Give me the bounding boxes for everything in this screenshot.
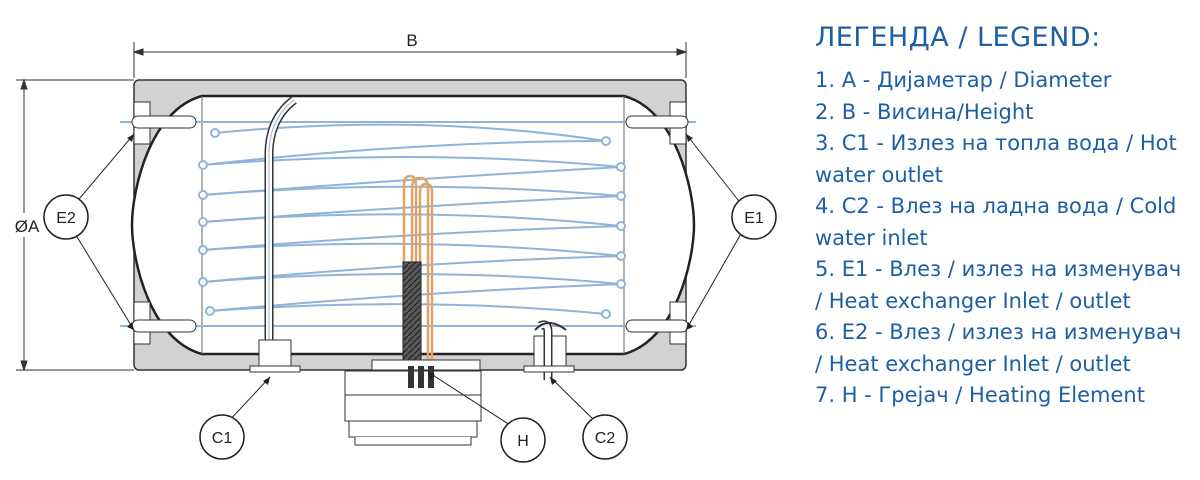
callout-c2: C2: [582, 414, 628, 460]
callout-h-label: H: [517, 433, 529, 450]
dimension-a: [16, 78, 134, 372]
legend-item-e1-exchanger: 5. E1 - Влез / излез на изменувач / Heat…: [815, 257, 1182, 313]
callout-c1: C1: [199, 414, 245, 460]
coil-joints: [198, 128, 626, 319]
legend-item-hot-water-outlet: 3. C1 - Излез на топла вода / Hot water …: [815, 131, 1177, 187]
heating-element: [402, 174, 434, 362]
dimension-b: [132, 42, 688, 78]
callout-h: H: [500, 417, 546, 463]
legend-item-cold-water-inlet: 4. C2 - Влез на ладна вода / Cold water …: [815, 194, 1177, 250]
legend: ЛЕГЕНДА / LEGEND: 1. A - Дијаметар / Dia…: [815, 22, 1195, 412]
legend-item-heating-element: 7. H - Грејач / Heating Element: [815, 383, 1145, 407]
coil-stubs: [131, 115, 689, 333]
leader-lines: [73, 133, 743, 426]
water-heater-diagram: B ØA: [14, 31, 777, 463]
hot-water-outlet-pipe: [264, 96, 297, 372]
leader-arrowheads: [127, 134, 693, 385]
callout-e1-label: E1: [744, 210, 764, 227]
legend-item-diameter: 1. A - Дијаметар / Diameter: [815, 68, 1112, 92]
legend-item-height: 2. B - Висина/Height: [815, 99, 1034, 124]
element-sheath: [402, 261, 422, 363]
callout-e1: E1: [731, 194, 777, 240]
callout-c1-label: C1: [212, 430, 233, 447]
callout-c2-label: C2: [595, 430, 616, 447]
callout-e2: E2: [43, 194, 89, 240]
callout-e2-label: E2: [56, 210, 76, 227]
dimension-a-label: ØA: [15, 217, 40, 236]
dimension-b-label: B: [406, 31, 417, 50]
legend-title: ЛЕГЕНДА / LEGEND:: [815, 22, 1101, 53]
legend-item-e2-exchanger: 6. E2 - Влез / излез на изменувач / Heat…: [815, 320, 1182, 376]
heater-flange: [371, 359, 481, 371]
